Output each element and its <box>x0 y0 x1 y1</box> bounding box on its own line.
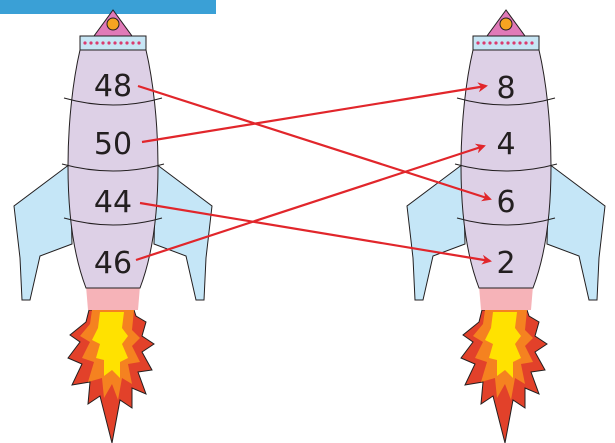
left-porthole <box>106 17 120 31</box>
left-number-3: 44 <box>94 185 132 220</box>
arrow-48-to-6 <box>137 84 492 202</box>
arrow-46-to-4 <box>135 143 486 262</box>
right-fin-right <box>546 163 606 301</box>
right-nozzle <box>479 286 533 310</box>
left-body <box>67 49 159 289</box>
right-segment-line-2 <box>454 163 558 172</box>
right-number-1: 8 <box>496 71 515 106</box>
right-segment-line-1 <box>456 97 556 106</box>
left-segment-line-2 <box>61 163 165 172</box>
left-nose-band <box>79 35 147 51</box>
right-number-2: 4 <box>496 127 515 162</box>
right-fin-left <box>406 163 466 301</box>
right-nose-dots <box>476 41 534 45</box>
right-flame-inner <box>485 312 521 378</box>
right-number-3: 6 <box>496 185 515 220</box>
right-nose-band <box>472 35 540 51</box>
right-rocket: 8 4 6 2 <box>406 9 606 443</box>
arrow-44-to-2 <box>139 201 492 265</box>
right-body <box>460 49 552 289</box>
left-number-1: 48 <box>94 69 132 104</box>
left-rocket: 48 50 44 46 <box>13 9 213 443</box>
match-arrows <box>135 82 492 265</box>
left-segment-line-1 <box>63 97 163 106</box>
left-fin-left <box>13 163 73 301</box>
left-nozzle <box>86 286 140 310</box>
left-number-2: 50 <box>94 127 132 162</box>
arrow-50-to-8 <box>141 82 488 144</box>
right-porthole <box>499 17 513 31</box>
top-banner <box>0 0 216 14</box>
left-number-4: 46 <box>94 246 132 281</box>
left-nose-dots <box>83 41 141 45</box>
left-fin-right <box>153 163 213 301</box>
right-number-4: 2 <box>496 246 515 281</box>
left-segment-line-3 <box>63 217 163 226</box>
left-flame-inner <box>92 312 128 378</box>
right-segment-line-3 <box>456 217 556 226</box>
